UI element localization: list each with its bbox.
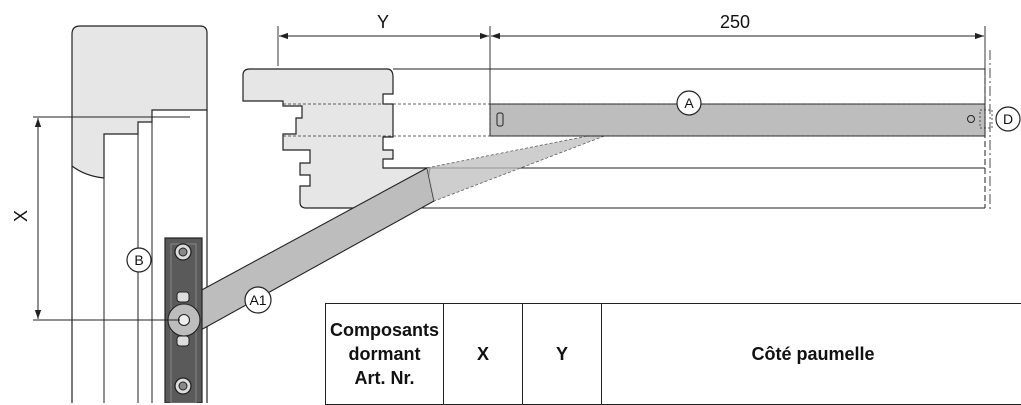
callout-d: D	[996, 107, 1020, 131]
dimension-x-label: X	[11, 210, 31, 222]
header-hinge-side: Côté paumelle	[602, 304, 1021, 405]
rail-a-body	[490, 104, 985, 136]
dimension-250: 250	[491, 12, 985, 104]
callout-a: A	[677, 91, 701, 115]
callout-b-label: B	[134, 252, 143, 268]
header-components-line1: Composants	[330, 320, 439, 340]
callout-a1-label: A1	[249, 292, 266, 308]
header-y: Y	[523, 304, 602, 405]
header-components-line2: dormant	[349, 344, 421, 364]
header-x: X	[444, 304, 523, 405]
frame-profile-head	[72, 26, 207, 178]
header-components-line3: Art. Nr.	[355, 368, 415, 388]
callout-b: B	[127, 248, 151, 272]
pivot-icon	[179, 315, 190, 326]
callout-a-label: A	[684, 95, 694, 111]
specification-table: Composants dormant Art. Nr. X Y Côté pau…	[325, 303, 1021, 405]
table-header-row: Composants dormant Art. Nr. X Y Côté pau…	[326, 304, 1021, 405]
bracket-slot-bottom-icon	[177, 336, 189, 346]
callout-d-label: D	[1003, 111, 1013, 127]
rail-a	[490, 104, 992, 136]
callout-a1: A1	[245, 287, 271, 313]
bracket-slot-top-icon	[177, 292, 189, 302]
dimension-y-label: Y	[377, 12, 389, 32]
dimension-250-label: 250	[720, 12, 750, 32]
header-components: Composants dormant Art. Nr.	[326, 304, 444, 405]
